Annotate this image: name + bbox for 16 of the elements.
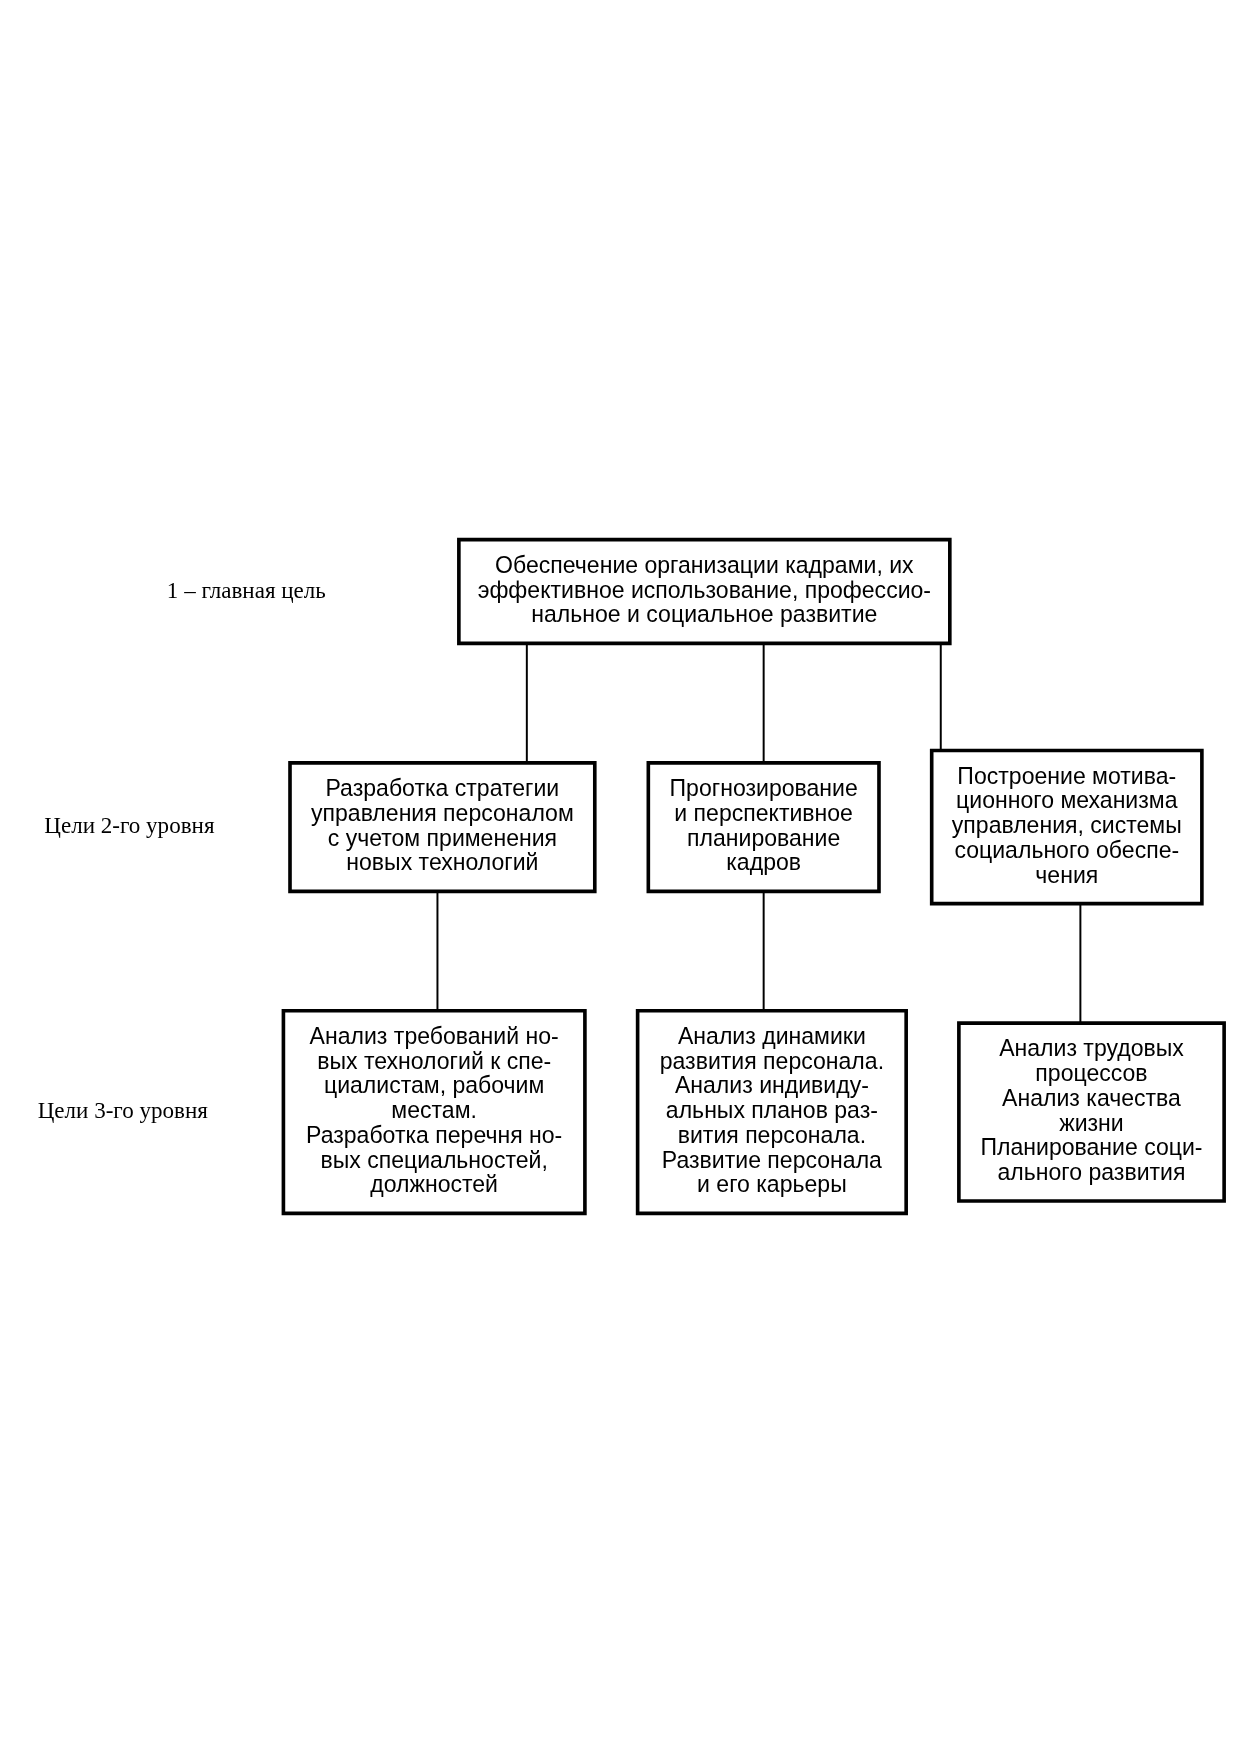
label: Цели 3-го уровня: [37, 1096, 208, 1123]
node-box: Анализ требований но- вых технологий к спе- циалистам, рабочим местам. Разработка перечня но- вых специальностей, должностей: [281, 1008, 587, 1215]
node-box: Анализ динамики развития персонала. Анализ индивиду- альных планов раз- вития персонала. Развитие персонала и его карьеры: [635, 1008, 908, 1215]
connector: [1079, 902, 1082, 1024]
node-box: Построение мотива- ционного механизма управления, системы социального обеспе- чения: [929, 748, 1204, 905]
label: 1 – главная цель: [166, 576, 326, 603]
connector: [762, 890, 765, 1011]
connector: [525, 642, 528, 764]
node-box: Анализ трудовых процессов Анализ качества жизни Планирование соци- ального развития: [957, 1020, 1226, 1203]
node-box: Прогнозирование и перспективное планирование кадров: [646, 760, 881, 893]
connector: [436, 890, 439, 1011]
label: Цели 2-го уровня: [44, 811, 215, 838]
node-box: Разработка стратегии управления персоналом с учетом применения новых технологий: [288, 760, 597, 893]
node-box: Обеспечение организации кадрами, их эффективное использование, профессио- нальное и социальное развитие: [457, 537, 952, 645]
connector: [939, 642, 942, 751]
connector: [762, 642, 765, 764]
